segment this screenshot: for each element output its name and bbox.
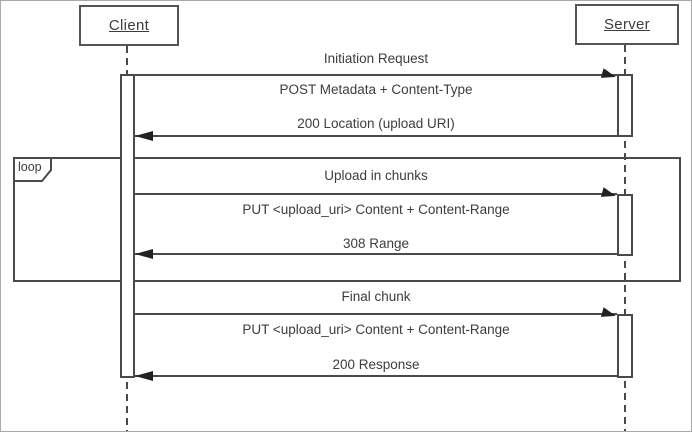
final-response-label: 200 Response	[332, 357, 420, 372]
initiation-request-label: POST Metadata + Content-Type	[279, 82, 473, 97]
message-line-308-range	[135, 253, 617, 255]
actor-server-box: Server	[575, 4, 679, 45]
final-title: Final chunk	[341, 289, 411, 304]
arrowhead-left-icon	[135, 131, 153, 141]
actor-client-label: Client	[108, 17, 150, 34]
loop-response-label: 308 Range	[342, 236, 410, 251]
message-line-put-chunk	[135, 193, 617, 195]
message-line-put-final	[135, 313, 617, 315]
server-activation-initiation	[617, 74, 633, 137]
server-activation-final	[617, 314, 633, 378]
actor-client-box: Client	[79, 5, 179, 46]
arrowhead-right-icon	[600, 307, 618, 321]
arrowhead-right-icon	[600, 68, 618, 82]
loop-request-label: PUT <upload_uri> Content + Content-Range	[242, 202, 510, 217]
server-activation-loop	[617, 194, 633, 256]
initiation-response-label: 200 Location (upload URI)	[297, 116, 455, 131]
message-line-200-response	[135, 375, 617, 377]
loop-fragment-frame	[13, 157, 681, 282]
loop-operator-label: loop	[18, 160, 42, 174]
message-line-200-location	[135, 135, 617, 137]
message-line-post-metadata	[135, 74, 617, 76]
arrowhead-left-icon	[135, 371, 153, 381]
actor-server-label: Server	[604, 16, 650, 33]
client-activation	[120, 74, 135, 378]
loop-title: Upload in chunks	[324, 168, 428, 183]
initiation-title: Initiation Request	[323, 51, 429, 66]
loop-operator-badge	[13, 157, 52, 182]
arrowhead-left-icon	[135, 249, 153, 259]
final-request-label: PUT <upload_uri> Content + Content-Range	[242, 322, 510, 337]
